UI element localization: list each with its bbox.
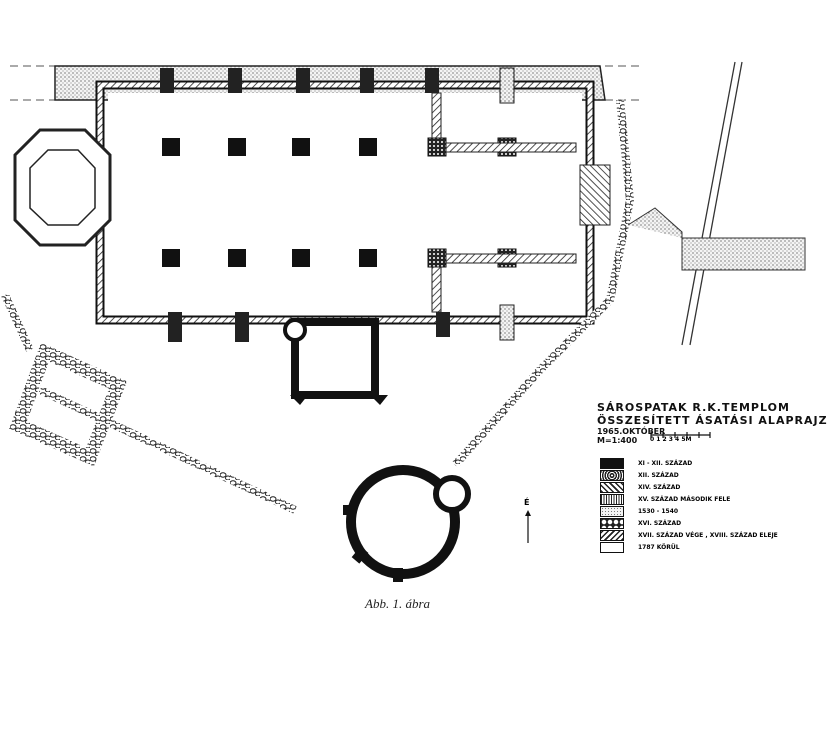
road-lines (681, 61, 743, 346)
legend-item-label: XII. SZÁZAD (638, 472, 679, 479)
buttresses (160, 67, 515, 342)
legend-date: 1965.OKTÓBER (597, 427, 666, 436)
scale-bar (650, 432, 711, 438)
swatch-stones (600, 518, 624, 529)
legend-item-label: XIV. SZÁZAD (638, 484, 681, 491)
legend-scale-label: M=1:400 (597, 436, 638, 445)
legend-item-label: XV. SZÁZAD MÁSODIK FELE (638, 496, 731, 503)
legend-item: XIV. SZÁZAD (600, 482, 680, 493)
scale-ticks: 0 1 2 3 4 5M (650, 436, 692, 443)
octagon-inner (29, 149, 96, 226)
legend-item: XVII. SZÁZAD VÉGE , XVIII. SZÁZAD ELEJE (600, 530, 778, 541)
legend: SÁROSPATAK R.K.TEMPLOM ÖSSZESÍTETT ÁSATÁ… (597, 401, 828, 445)
legend-title: SÁROSPATAK R.K.TEMPLOM (597, 401, 790, 414)
swatch-blank (600, 542, 624, 553)
north-arrowhead-icon (525, 510, 531, 516)
legend-item: 1787 KÖRÜL (600, 542, 680, 553)
swatch-light-dots (600, 506, 624, 517)
round-tower (343, 465, 471, 582)
legend-item: XVI. SZÁZAD (600, 518, 681, 529)
north-label: É (524, 498, 530, 507)
stone-walls (1, 99, 635, 514)
square-stone-foundation (9, 342, 127, 467)
east-building (627, 207, 806, 271)
legend-item: XII. SZÁZAD (600, 470, 679, 481)
swatch-vertical-hatch (600, 494, 624, 505)
south-annex (283, 318, 388, 405)
swatch-solid-black (600, 458, 624, 469)
legend-subtitle: ÖSSZESÍTETT ÁSATÁSI ALAPRAJZ (597, 414, 828, 427)
legend-item-label: XVI. SZÁZAD (638, 520, 682, 527)
legend-item-label: XVII. SZÁZAD VÉGE , XVIII. SZÁZAD ELEJE (638, 532, 778, 539)
nave (95, 80, 595, 325)
legend-item-label: 1787 KÖRÜL (638, 544, 680, 551)
arcade-walls (431, 92, 611, 313)
legend-item: XV. SZÁZAD MÁSODIK FELE (600, 494, 730, 505)
figure-caption: Abb. 1. ábra (365, 596, 430, 611)
legend-item: XI - XII. SZÁZAD (600, 458, 692, 469)
swatch-diagonal-hatch (600, 482, 624, 493)
swatch-reverse-hatch (600, 530, 624, 541)
legend-item-label: XI - XII. SZÁZAD (638, 460, 693, 467)
legend-item: 1530 - 1540 (600, 506, 678, 517)
swatch-dark-dots (600, 470, 624, 481)
legend-item-label: 1530 - 1540 (638, 508, 679, 515)
